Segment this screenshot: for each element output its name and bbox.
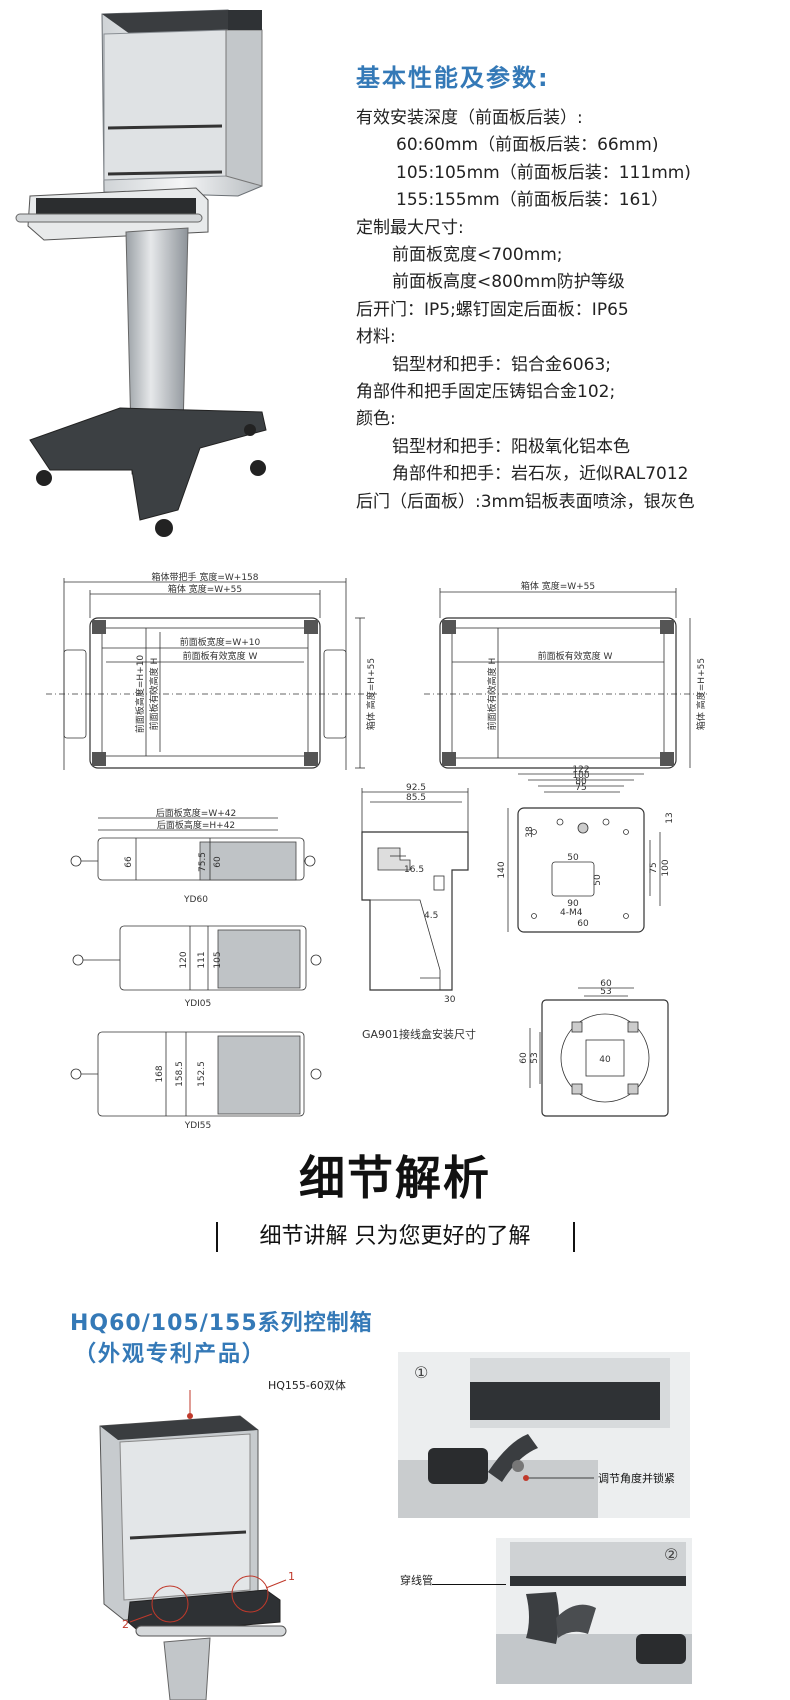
spec-line: 材料: (356, 327, 396, 348)
mounting-plate: 122 100 80 75 50 90 60 38 140 50 75 100 … (497, 765, 675, 933)
dim-label: 140 (497, 861, 507, 878)
dim-label: 16.5 (404, 865, 424, 875)
dim-label: 53 (600, 987, 611, 997)
dim-label: 152.5 (197, 1061, 207, 1087)
junction-label: GA901接线盒安装尺寸 (362, 1027, 476, 1041)
dim-label: 100 (572, 771, 589, 781)
dim-label: 38 (525, 826, 535, 838)
dim-label: 30 (444, 995, 456, 1005)
spec-line: 155:155mm（前面板后装：161） (396, 190, 669, 211)
detail-photo-1: ① 调节角度并锁紧 (398, 1352, 690, 1518)
product-title: HQ60/105/155系列控制箱 (70, 1311, 373, 1336)
dim-label: 85.5 (406, 793, 426, 803)
spec-line: 前面板高度<800mm防护等级 (392, 272, 625, 293)
profile-detail: 92.5 85.5 16.5 4.5 30 (361, 783, 469, 1005)
dim-label: 4.5 (424, 911, 438, 921)
spec-line: 定制最大尺寸: (356, 217, 464, 238)
dim-label: 箱体 高度=H+55 (695, 658, 707, 730)
section-label: YDI05 (184, 999, 212, 1009)
dim-label: 90 (567, 899, 579, 909)
dim-label: 75 (575, 783, 586, 793)
detail-leader-line (432, 1584, 506, 1585)
section-subtitle: 细节讲解 只为您更好的了解 (215, 1222, 575, 1252)
dim-label: 158.5 (175, 1061, 185, 1087)
spec-line: 铝型材和把手：铝合金6063; (392, 354, 611, 375)
dim-label: 50 (593, 874, 603, 886)
dim-label: 60 (577, 919, 589, 929)
detail-number-1: ① (414, 1363, 428, 1382)
dim-label: 13 (665, 812, 675, 823)
detail-label-1: 调节角度并锁紧 (598, 1471, 675, 1485)
dim-label: 111 (197, 951, 207, 968)
spec-block: 基本性能及参数: 有效安装深度（前面板后装）: 60:60mm（前面板后装：66… (356, 58, 776, 516)
product-photo-stand (15, 9, 267, 537)
spec-line: 角部件和把手固定压铸铝合金102; (356, 382, 616, 403)
dim-label: 75.5 (198, 852, 208, 872)
detail-label-2: 穿线管 (400, 1574, 433, 1587)
spec-line: 铝型材和把手：阳极氧化铝本色 (392, 436, 630, 457)
dim-label: 后面板高度=H+42 (157, 819, 235, 831)
product-subtitle: （外观专利产品） (74, 1342, 267, 1367)
dim-label: 后面板宽度=W+42 (156, 807, 236, 819)
dim-label: 箱体 高度=H+55 (365, 658, 377, 730)
dim-label: 前面板有效高度 H (486, 658, 498, 731)
dim-label: 前面板有效宽度 W (538, 650, 613, 662)
dim-label: 60 (519, 1052, 529, 1064)
spec-line: 105:105mm（前面板后装：111mm) (396, 162, 691, 183)
spec-line: 60:60mm（前面板后装：66mm) (396, 135, 659, 156)
dim-label: 80 (575, 777, 587, 787)
product-photo-double: 2 1 (99, 1390, 295, 1700)
dim-label: 箱体 宽度=W+55 (168, 583, 242, 595)
section-label: YD60 (183, 895, 208, 905)
spec-line: 后门（后面板）:3mm铝板表面喷涂，银灰色 (356, 491, 695, 512)
section-title: 细节解析 (299, 1151, 491, 1205)
spec-title: 基本性能及参数: (356, 64, 550, 92)
dim-label: 50 (567, 853, 579, 863)
dim-label: 60 (600, 979, 612, 989)
dim-label: 前面板有效宽度 W (183, 650, 258, 662)
detail-photo-2: ② (496, 1538, 692, 1684)
section-yd155: 168 158.5 152.5 YDI55 (70, 1031, 322, 1130)
section-yd60: 后面板宽度=W+42 后面板高度=H+42 66 75.5 60 YD60 (70, 807, 316, 905)
dim-label: 168 (155, 1065, 165, 1082)
spec-line: 有效安装深度（前面板后装）: (356, 108, 583, 128)
front-view-right: 箱体 宽度=W+55 前面板有效宽度 W 前面板有效高度 H 箱体 高度=H+5… (424, 580, 710, 769)
section-subtitle-wrap: 细节讲解 只为您更好的了解 (0, 1222, 790, 1252)
section-label: YDI55 (184, 1121, 212, 1130)
dim-label: 箱体带把手 宽度=W+158 (151, 571, 258, 583)
section-yd105: 120 111 105 YDI05 (72, 925, 322, 1009)
dim-label: 60 (213, 856, 223, 868)
dim-label: 前面板有效高度 H (148, 658, 160, 731)
spec-line: 前面板宽度<700mm; (392, 245, 563, 266)
technical-drawings: 箱体带把手 宽度=W+158 箱体 宽度=W+55 前面板宽度=W+10 前面板… (46, 571, 710, 1130)
dim-label: 前面板宽度=W+10 (180, 636, 261, 648)
dim-label: 120 (179, 951, 189, 968)
dim-label: 92.5 (406, 783, 426, 793)
dim-label: 4-M4 (560, 908, 583, 918)
junction-box-drawing: GA901接线盒安装尺寸 60 53 40 60 53 (362, 979, 669, 1117)
dim-label: 75 (649, 862, 659, 873)
dim-label: 100 (661, 859, 671, 876)
model-tag: HQ155-60双体 (268, 1379, 346, 1392)
spec-line: 后开门：IP5;螺钉固定后面板：IP65 (356, 299, 629, 320)
marker-2: 2 (122, 1618, 129, 1631)
dim-label: 前面板高度=H+10 (134, 655, 146, 734)
dim-label: 40 (599, 1055, 611, 1065)
dim-label: 122 (572, 765, 589, 775)
spec-line: 颜色: (356, 409, 396, 430)
dim-label: 53 (530, 1052, 540, 1063)
detail-number-2: ② (664, 1545, 678, 1564)
dim-label: 105 (213, 951, 223, 968)
dim-label: 箱体 宽度=W+55 (521, 580, 595, 592)
dim-label: 66 (124, 856, 134, 868)
front-view-left: 箱体带把手 宽度=W+158 箱体 宽度=W+55 前面板宽度=W+10 前面板… (46, 571, 380, 770)
marker-1: 1 (288, 1570, 295, 1583)
spec-line: 角部件和把手：岩石灰，近似RAL7012 (392, 464, 689, 485)
